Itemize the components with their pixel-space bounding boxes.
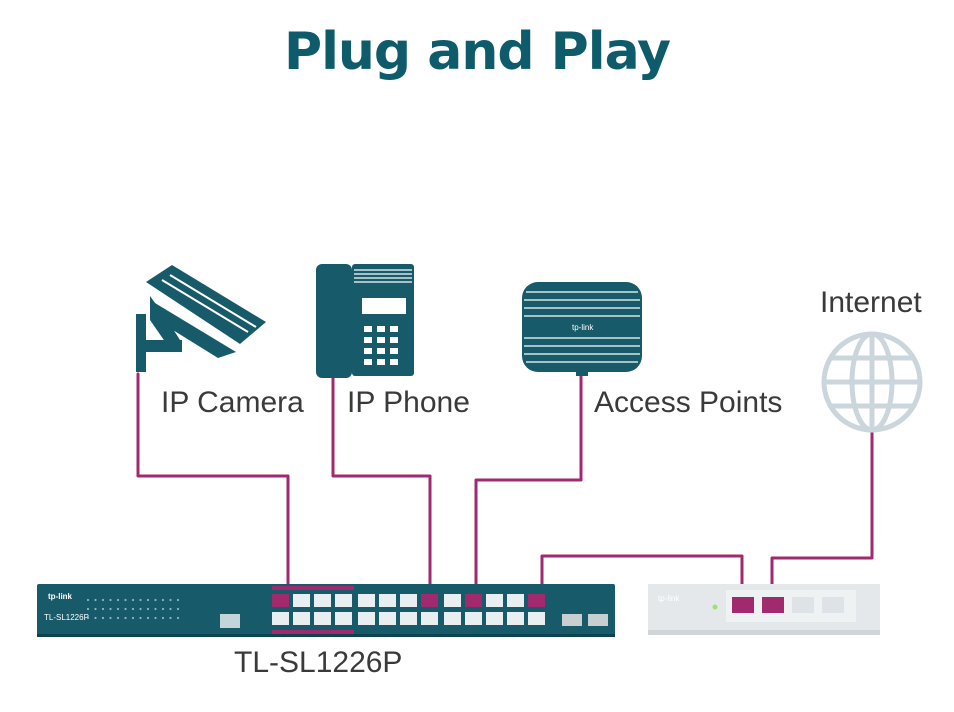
switch-port [507,612,524,625]
led-dot [146,607,150,611]
ip-camera-icon [136,265,266,372]
led-dot [101,616,105,620]
page-title: Plug and Play [283,22,671,82]
router-brand-logo: tp-link [658,594,680,603]
led-dot [94,598,97,602]
led-dot [124,616,127,620]
switch-port [358,594,375,607]
label-switch-model: TL-SL1226P [234,646,403,679]
label-access-points: Access Points [594,386,783,419]
switch-port [293,612,310,625]
switch-leds [86,598,180,620]
globe-icon [821,331,923,433]
led-dot [139,616,142,620]
led-dot [124,607,127,611]
led-dot [86,607,90,611]
led-dot [109,607,112,611]
led-dot [86,616,90,620]
led-dot [86,598,90,602]
switch-port [400,594,417,607]
router-ports [732,597,844,613]
switch-port [379,612,396,625]
switch-port [486,594,503,607]
led-dot [161,598,165,602]
switch-port [272,612,289,625]
led-dot [176,616,180,620]
led-dot [161,616,165,620]
switch-port [314,594,331,607]
led-dot [94,607,97,611]
switch-port [379,594,396,607]
led-dot [101,607,105,611]
cable-switch-to-router [540,554,744,602]
router-port [822,597,844,613]
led-dot [169,607,172,611]
switch-port [528,594,545,607]
switch-port [272,594,289,607]
label-internet: Internet [820,286,922,319]
led-dot [146,598,150,602]
led-dot [109,616,112,620]
switch-port [528,612,545,625]
switch-port [293,594,310,607]
led-dot [154,607,157,611]
switch-port [486,612,503,625]
switch-port [400,612,417,625]
switch-port [314,612,331,625]
led-dot [116,616,120,620]
switch-model-small: TL-SL1226P [44,613,89,622]
switch-port [465,594,482,607]
led-dot [124,598,127,602]
switch-ports [272,594,545,625]
led-dot [94,616,97,620]
switch-port [335,612,352,625]
led-dot [176,598,180,602]
led-dot [116,607,120,611]
label-ip-camera: IP Camera [161,386,304,419]
switch-port [444,612,461,625]
cable-camera [136,372,290,602]
router-port [792,597,814,613]
led-dot [101,598,105,602]
label-ip-phone: IP Phone [347,386,470,419]
switch-port [358,612,375,625]
cable-access-point [474,374,583,602]
led-dot [116,598,120,602]
led-dot [109,598,112,602]
led-dot [154,598,157,602]
switch-port [421,594,438,607]
access-point-icon: tp-link [522,282,642,376]
led-dot [139,598,142,602]
led-dot [154,616,157,620]
led-dot [169,598,172,602]
switch-brand-logo: tp-link [48,592,73,601]
led-dot [169,616,172,620]
switch-port [507,594,524,607]
router-port [762,597,784,613]
switch-device: tp-link TL-SL1226P [37,584,615,637]
switch-port [421,612,438,625]
led-dot [131,607,135,611]
ap-brand-logo: tp-link [572,323,594,332]
led-dot [131,598,135,602]
router-device: tp-link [648,584,880,635]
led-dot [176,607,180,611]
cables [136,372,874,602]
led-dot [139,607,142,611]
led-dot [131,616,135,620]
router-port [732,597,754,613]
switch-port [465,612,482,625]
led-dot [146,616,150,620]
switch-port [335,594,352,607]
cable-phone [331,372,432,602]
led-dot [161,607,165,611]
switch-port [444,594,461,607]
cable-internet [770,430,874,602]
ip-phone-icon [316,264,414,378]
